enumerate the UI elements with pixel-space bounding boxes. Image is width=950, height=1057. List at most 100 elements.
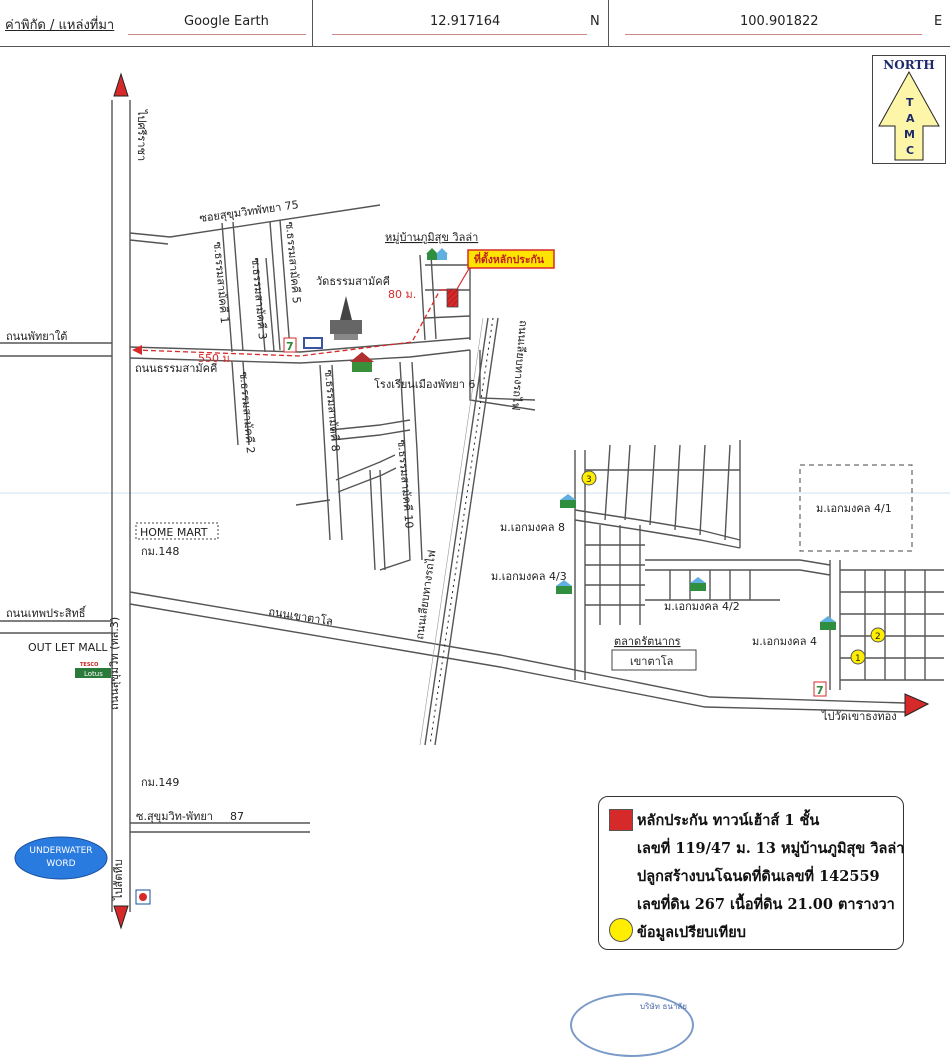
market-sub-label: เขาตาโล xyxy=(630,654,673,668)
road-network xyxy=(0,100,944,912)
underwater-world-marker xyxy=(14,836,108,880)
legend-line-5: ข้อมูลเปรียบเทียบ xyxy=(637,924,746,941)
road-label-soi3: ซ.ธรรมสามัคคี 3 xyxy=(249,257,269,340)
road-label-soi75: ซอยสุขุมวิทพัทยา 75 xyxy=(199,198,300,225)
header-cell-lat xyxy=(312,0,609,46)
legend-line-1: หลักประกัน ทาวน์เฮ้าส์ 1 ชั้น xyxy=(637,812,820,829)
latitude-value: 12.917164 xyxy=(430,14,501,29)
coord-label: ค่าพิกัด / แหล่งที่มา xyxy=(5,18,115,33)
ekmongkol43-label: ม.เอกมงคล 4/3 xyxy=(491,570,567,583)
km148-label: กม.148 xyxy=(141,545,179,558)
ekmongkol41-area xyxy=(799,464,913,552)
north-letter-1: T xyxy=(906,96,914,109)
collateral-tag-label: ที่ตั้งหลักประกัน xyxy=(474,251,545,266)
road-label-sukhumvit: ถนนสุขุมวิท (ทล.3) xyxy=(108,617,121,710)
north-indicator: NORTH T A M C xyxy=(872,55,946,164)
coordinate-header: ค่าพิกัด / แหล่งที่มา Google Earth 12.91… xyxy=(0,0,950,47)
comparison-legend-swatch xyxy=(609,918,633,942)
km149-label: กม.149 xyxy=(141,776,179,789)
collateral-marker xyxy=(446,288,459,308)
stamp-text: บริษัท ธนาลัย xyxy=(640,1002,687,1011)
road-label-soi1: ซ.ธรรมสามัคคี 1 xyxy=(211,241,231,324)
house-icon xyxy=(690,577,706,591)
underline-lat xyxy=(332,34,587,35)
comparison-marker-2: 2 xyxy=(870,627,886,643)
road-label-railway-north: ถนนเลียบทางรถไฟ xyxy=(509,320,530,411)
gas-station-dot xyxy=(139,893,147,901)
house-icon xyxy=(426,248,448,260)
legend-line-3: ปลูกสร้างบนโฉนดที่ดินเลขที่ 142559 xyxy=(637,868,880,885)
lotus-text: Lotus xyxy=(84,670,103,678)
market-box xyxy=(611,649,697,671)
underwater-label-2: WORD xyxy=(46,859,75,869)
ekmongkol42-label: ม.เอกมงคล 4/2 xyxy=(664,600,740,613)
road-label-pattaya-tai: ถนนพัทยาใต้ xyxy=(6,330,67,343)
marker-label-2: 2 xyxy=(875,632,881,642)
svg-text:7: 7 xyxy=(286,340,294,353)
house-icon xyxy=(820,616,836,630)
underline-source xyxy=(128,34,306,35)
svg-text:7: 7 xyxy=(816,684,824,697)
underwater-label-1: UNDERWATER xyxy=(29,846,92,856)
homemart-box xyxy=(135,522,219,540)
north-letter-2: A xyxy=(906,112,915,125)
comparison-marker-1: 1 xyxy=(850,649,866,665)
road-label-khaotalo: ถนนเขาตาโล xyxy=(268,604,335,628)
outlet-label: OUT LET MALL xyxy=(28,641,108,654)
road-label-soi10: ซ.ธรรมสามัคคี 10 xyxy=(395,439,416,529)
ekmongkol8-label: ม.เอกมงคล 8 xyxy=(500,521,565,534)
marker-label-3: 3 xyxy=(586,475,592,485)
north-arrow-icon: T A M C xyxy=(878,70,940,161)
north-title: NORTH xyxy=(883,58,935,72)
gate-icon xyxy=(303,337,323,349)
north-letter-3: M xyxy=(904,128,915,141)
road-label-railway: ถนนเลียบทางรถไฟ xyxy=(413,549,438,640)
collateral-tag xyxy=(467,249,555,269)
ekmongkol4-label: ม.เอกมงคล 4 xyxy=(752,635,817,648)
homemart-label: HOME MART xyxy=(140,526,208,539)
north-letter-4: C xyxy=(906,144,914,157)
collateral-legend-swatch xyxy=(609,809,633,831)
road-label-sattahip: ไปสัตหีบ xyxy=(112,859,125,901)
road-label-soi87: ซ.สุขุมวิท-พัทยา xyxy=(136,810,213,823)
distance-80: 80 ม. xyxy=(388,288,416,301)
arrow-south-icon xyxy=(113,905,129,930)
coord-source: Google Earth xyxy=(184,14,269,29)
route-dashed xyxy=(134,289,441,357)
road-label-thammasamakkhi: ถนนธรรมสามัคคี xyxy=(135,362,217,375)
village-label: หมู่บ้านภูมิสุข วิลล่า xyxy=(385,231,478,244)
road-label-soi2: ซ.ธรรมสามัคคี 2 xyxy=(237,371,257,454)
latitude-dir: N xyxy=(590,14,600,29)
railway xyxy=(419,317,499,746)
road-label-sriracha: ไปศรีราชา xyxy=(135,109,148,161)
route-arrow-icon xyxy=(132,345,142,355)
legend-line-4: เลขที่ดิน 267 เนื้อที่ดิน 21.00 ตารางวา xyxy=(637,896,895,913)
ekmongkol41-label: ม.เอกมงคล 4/1 xyxy=(816,502,892,515)
arrow-east-icon xyxy=(904,693,930,717)
map-legend: หลักประกัน ทาวน์เฮ้าส์ 1 ชั้น เลขที่ 119… xyxy=(598,796,904,950)
location-map: 7 7 TESCO Lotus UNDERWATER WORD HOME MAR… xyxy=(0,72,950,930)
seven-eleven-icon: 7 xyxy=(283,337,297,353)
header-cell-source xyxy=(0,0,313,46)
road-label-soi8: ซ.ธรรมสามัคคี 8 xyxy=(322,369,342,452)
distance-550: 550 ม. xyxy=(198,352,233,365)
house-icon xyxy=(560,494,576,508)
road-label-soi87-num: 87 xyxy=(230,810,244,823)
temple-icon xyxy=(330,296,362,340)
longitude-dir: E xyxy=(934,14,943,29)
house-icon xyxy=(556,580,572,594)
legend-line-2: เลขที่ 119/47 ม. 13 หมู่บ้านภูมิสุข วิลล… xyxy=(637,840,905,857)
seven-eleven-icon: 7 xyxy=(813,681,827,697)
school-label: โรงเรียนเมืองพัทยา 6 xyxy=(374,377,475,391)
temple-label: วัดธรรมสามัคคี xyxy=(316,275,390,288)
marker-label-1: 1 xyxy=(855,654,861,664)
road-label-khaochaitong: ไปวัดเขาธงทอง xyxy=(821,710,897,723)
longitude-value: 100.901822 xyxy=(740,14,819,29)
school-icon xyxy=(350,352,374,372)
arrow-north-icon xyxy=(113,72,129,97)
lotus-logo xyxy=(75,668,111,678)
road-label-thepprasit: ถนนเทพประสิทธิ์ xyxy=(6,605,87,620)
comparison-marker-3: 3 xyxy=(581,470,597,486)
collateral-pointer xyxy=(456,266,471,290)
tesco-logo-text: TESCO xyxy=(80,662,98,668)
